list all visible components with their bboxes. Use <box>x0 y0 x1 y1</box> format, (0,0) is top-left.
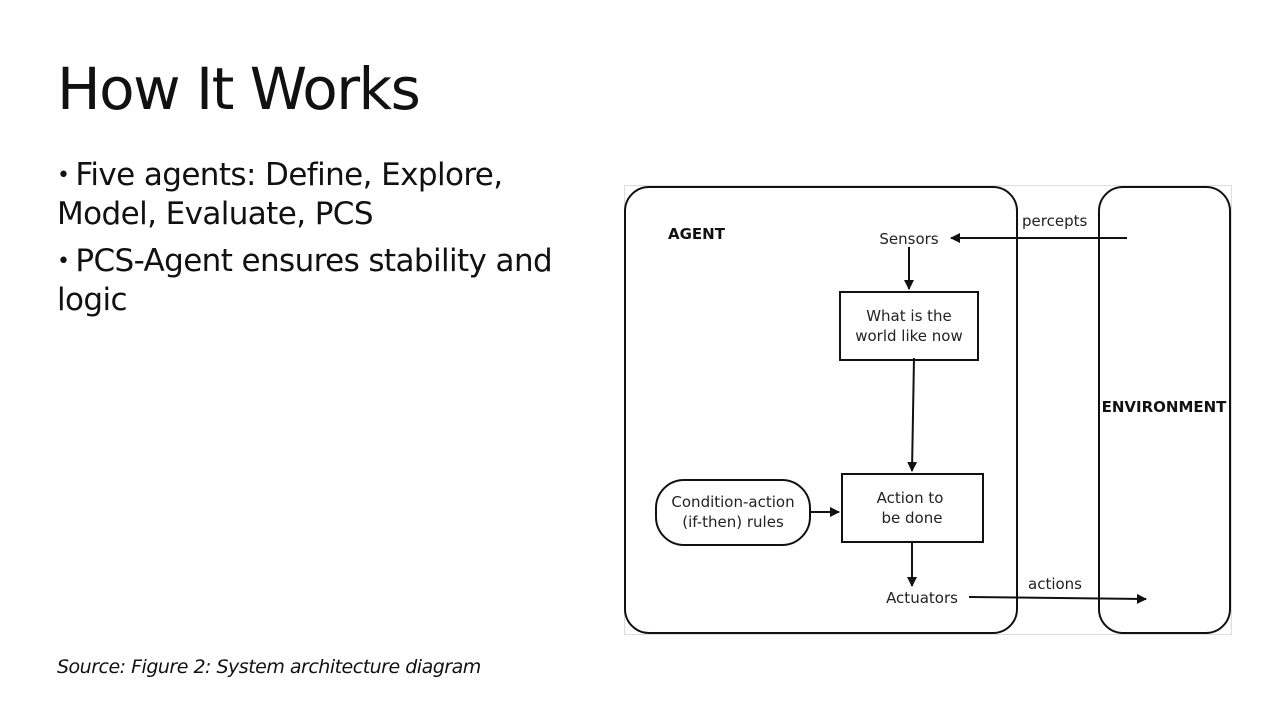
architecture-diagram: AGENT ENVIRONMENT Sensors What is the wo… <box>624 185 1232 635</box>
slide-title: How It Works <box>57 55 421 123</box>
action-line-2: be done <box>882 509 943 527</box>
bullet-text: Five agents: Define, Explore, Model, Eva… <box>57 157 503 232</box>
state-to-action-arrow <box>907 357 918 472</box>
percepts-label: percepts <box>1022 212 1087 230</box>
sensors-label: Sensors <box>879 230 938 248</box>
diagram-frame <box>624 185 1232 635</box>
bullet-item: •Five agents: Define, Explore, Model, Ev… <box>57 156 597 234</box>
action-box <box>841 473 984 543</box>
actuators-label: Actuators <box>886 589 958 607</box>
source-caption: Source: Figure 2: System architecture di… <box>57 656 481 678</box>
world-state-box <box>839 291 979 361</box>
bullet-item: •PCS-Agent ensures stability and logic <box>57 242 597 320</box>
environment-boundary <box>1098 186 1231 634</box>
diagram-svg: AGENT ENVIRONMENT Sensors What is the wo… <box>624 185 1232 635</box>
world-state-line-1: What is the <box>866 307 952 325</box>
rules-line-2: (if-then) rules <box>682 513 784 531</box>
bullet-marker: • <box>57 249 70 274</box>
environment-label: ENVIRONMENT <box>1102 398 1228 416</box>
rules-line-1: Condition-action <box>671 493 794 511</box>
agent-boundary <box>624 186 1018 634</box>
agent-label: AGENT <box>668 225 726 243</box>
bullet-list: •Five agents: Define, Explore, Model, Ev… <box>57 156 597 328</box>
bullet-text: PCS-Agent ensures stability and logic <box>57 243 553 318</box>
action-line-1: Action to <box>877 489 944 507</box>
bullet-marker: • <box>57 163 70 188</box>
world-state-line-2: world like now <box>855 327 963 345</box>
actions-arrow <box>968 593 1147 604</box>
actions-label: actions <box>1028 575 1082 593</box>
